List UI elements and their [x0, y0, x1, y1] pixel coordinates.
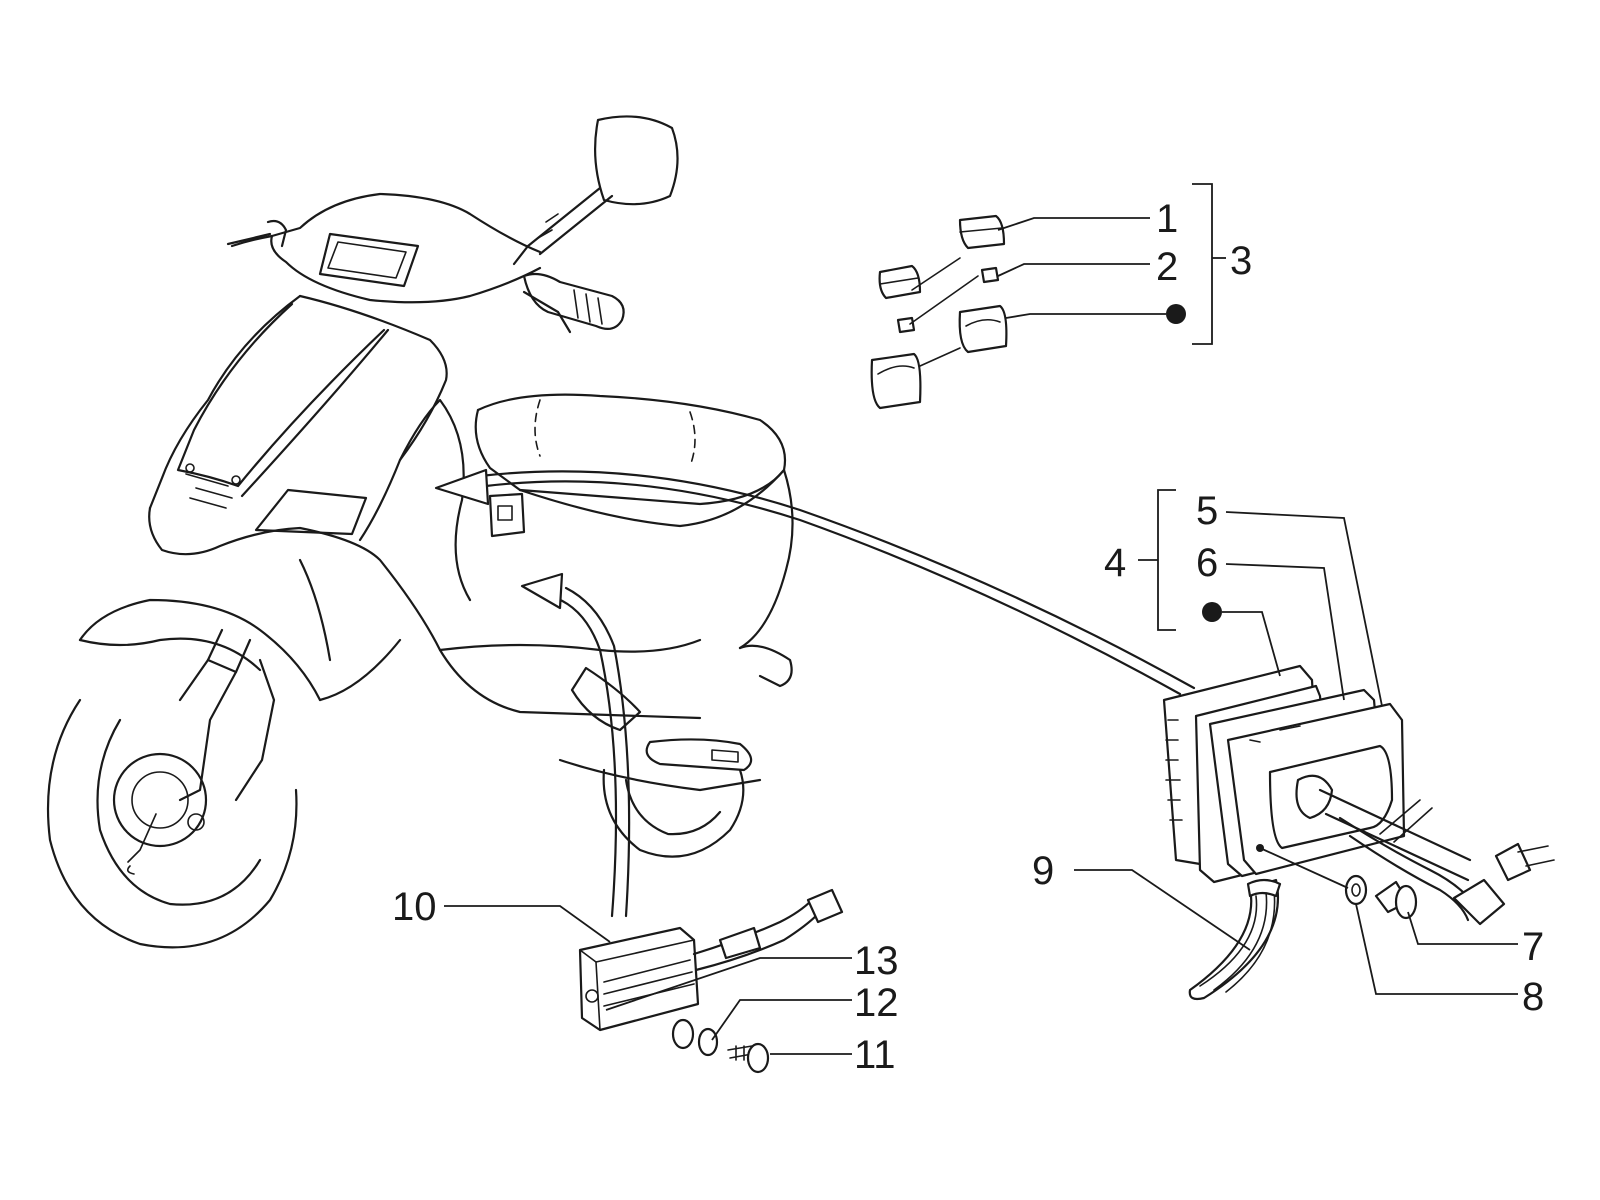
screw-washer-7-8 — [1344, 874, 1418, 920]
filled-dot-marker — [1202, 602, 1222, 622]
arrow-to-seat — [434, 468, 1196, 696]
callout-8: 8 — [1522, 975, 1544, 1019]
callout-5: 5 — [1196, 489, 1218, 533]
rectifier-10-13 — [578, 888, 844, 1074]
callout-12: 12 — [854, 981, 899, 1025]
callout-13: 13 — [854, 939, 899, 983]
scooter-illustration — [46, 115, 794, 949]
leader-lines — [444, 183, 1518, 1055]
callout-2: 2 — [1156, 245, 1178, 289]
callout-4: 4 — [1104, 541, 1126, 585]
filled-dot-marker — [1166, 304, 1186, 324]
callout-11: 11 — [854, 1033, 896, 1077]
callout-3: 3 — [1230, 239, 1252, 283]
callout-6: 6 — [1196, 541, 1218, 585]
callout-10: 10 — [392, 885, 437, 929]
callout-7: 7 — [1522, 925, 1544, 969]
arrow-from-rectifier — [520, 572, 631, 918]
callout-1: 1 — [1156, 197, 1178, 241]
callout-labels: 1 2 3 4 5 6 7 8 9 10 11 12 13 — [392, 197, 1544, 1077]
switch-caps-group — [870, 214, 1008, 410]
callout-9: 9 — [1032, 849, 1054, 893]
regulator-unit — [1162, 664, 1555, 926]
